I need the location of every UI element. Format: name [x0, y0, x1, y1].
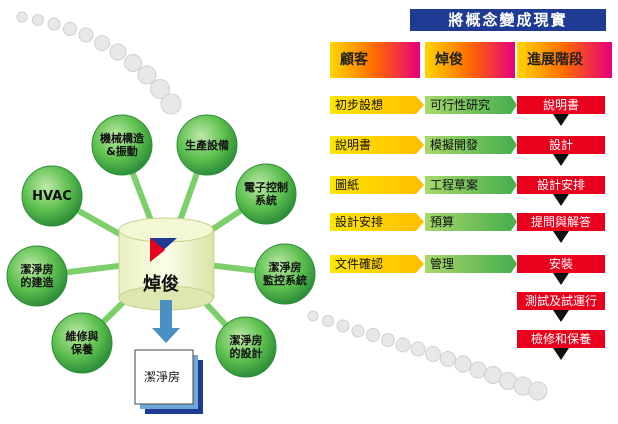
decorative-dot: [351, 324, 365, 338]
stage-down-arrow: [553, 114, 569, 126]
stage-item: 安裝: [517, 255, 605, 273]
header-stage: 進展階段: [517, 42, 612, 78]
flow-arrow: [511, 176, 517, 194]
stage-down-arrow: [553, 194, 569, 206]
company-item: 可行性研究: [425, 96, 511, 114]
customer-item: 圖紙: [330, 176, 416, 194]
decorative-dot: [150, 79, 170, 99]
company-item: 預算: [425, 213, 511, 231]
hub-node-label: 電子控制系統: [244, 181, 288, 207]
decorative-dots: [16, 11, 548, 401]
decorative-dot: [307, 310, 319, 322]
center-cylinder: [118, 217, 215, 311]
flow-arrow: [511, 213, 517, 231]
flow-arrow: [416, 213, 424, 231]
header-company: 焯俊: [425, 42, 515, 78]
decorative-dot: [366, 328, 380, 342]
decorative-dot: [469, 361, 487, 379]
flow-arrow: [416, 96, 424, 114]
hub-node: [91, 114, 153, 176]
decorative-dot: [124, 54, 142, 72]
hub-node: [235, 163, 297, 225]
flow-arrow: [511, 136, 517, 154]
decorative-dot: [528, 381, 548, 401]
decorative-dot: [425, 346, 441, 362]
stage-item: 檢修和保養: [517, 330, 605, 348]
company-item: 管理: [425, 255, 511, 273]
hub-node-label: 維修與保養: [65, 330, 99, 356]
customer-item: 文件確認: [330, 255, 416, 273]
customer-item: 說明書: [330, 136, 416, 154]
flow-arrow: [511, 255, 517, 273]
decorative-dot: [78, 27, 94, 43]
stage-item: 設計: [517, 136, 605, 154]
company-item: 工程草案: [425, 176, 511, 194]
stage-item: 提問與解答: [517, 213, 605, 231]
center-label: 焯俊: [143, 274, 179, 295]
decorative-dot: [410, 341, 426, 357]
decorative-dot: [440, 351, 456, 367]
decorative-dot: [94, 35, 110, 51]
decorative-dot: [454, 355, 472, 373]
hub-node: [6, 245, 68, 307]
stage-arrows: [416, 96, 569, 360]
down-arrow: [152, 300, 180, 343]
decorative-dot: [322, 315, 334, 327]
decorative-dot: [484, 366, 502, 384]
decorative-dot: [336, 319, 350, 333]
decorative-dot: [63, 22, 77, 36]
flow-arrow: [416, 136, 424, 154]
decorative-dot: [160, 93, 182, 115]
decorative-dot: [16, 11, 28, 23]
hub-node: [215, 316, 277, 378]
flow-arrow: [416, 255, 424, 273]
stage-down-arrow: [553, 154, 569, 166]
hub-node-label: 潔淨房的建造: [20, 263, 54, 289]
stage-item: 測試及試運行: [517, 292, 605, 310]
flow-arrow: [511, 96, 517, 114]
decorative-dot: [47, 17, 61, 31]
document-stack: [134, 349, 203, 414]
hub-node-label: 潔淨房的設計: [229, 334, 263, 360]
decorative-dot: [137, 65, 157, 85]
hub-node: [21, 165, 83, 227]
stage-item: 說明書: [517, 96, 605, 114]
company-item: 模擬開發: [425, 136, 511, 154]
header-customer: 顧客: [330, 42, 420, 78]
title-banner: 將概念變成現實: [410, 9, 606, 31]
stage-down-arrow: [553, 348, 569, 360]
hub-node: [51, 312, 113, 374]
decorative-dot: [32, 14, 44, 26]
customer-item: 設計安排: [330, 213, 416, 231]
hub-node-label: 潔淨房監控系統: [263, 261, 307, 287]
hub-node: [176, 114, 238, 176]
customer-item: 初步設想: [330, 96, 416, 114]
stage-down-arrow: [553, 273, 569, 285]
output-label: 潔淨房: [144, 370, 181, 384]
stage-down-arrow: [553, 231, 569, 243]
decorative-dot: [395, 337, 411, 353]
stage-down-arrow: [553, 310, 569, 322]
hub-node: [254, 243, 316, 305]
decorative-dot: [381, 333, 395, 347]
hub-node-label: 生產設備: [185, 138, 229, 152]
logo-red-part: [150, 238, 165, 262]
decorative-dot: [109, 43, 127, 61]
hub-node-label: 機械構造&振動: [100, 132, 144, 158]
flow-arrow: [416, 176, 424, 194]
stage-item: 設計安排: [517, 176, 605, 194]
hub-node-label: HVAC: [32, 188, 72, 204]
